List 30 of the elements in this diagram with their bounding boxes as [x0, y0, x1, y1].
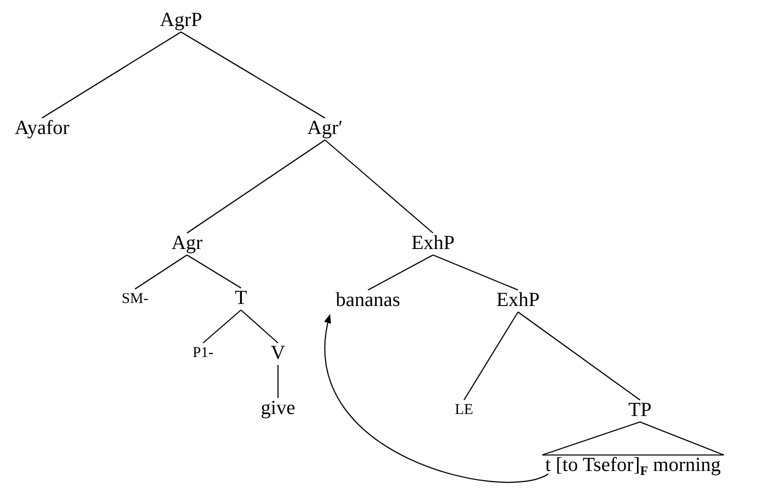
branch-line	[42, 32, 182, 118]
branch-line	[202, 310, 242, 344]
branch-line	[432, 254, 518, 290]
branch-line	[180, 32, 326, 118]
tree-node-label: give	[260, 397, 296, 419]
tree-node-label: ExhP	[496, 289, 540, 311]
tree-node-label: SM-	[122, 288, 148, 310]
tree-node-label: bananas	[336, 289, 400, 311]
branch-line	[186, 140, 326, 234]
triangle-roof	[542, 421, 724, 456]
tree-node-label: LE	[454, 399, 474, 421]
tree-node-label: V	[270, 342, 286, 364]
tree-node-label: P1-	[192, 342, 214, 364]
branch-line	[240, 310, 278, 344]
tree-node-label: Agr	[171, 232, 203, 254]
tree-node-label: T	[234, 287, 248, 309]
branch-line	[186, 254, 242, 288]
branch-line	[518, 312, 640, 400]
tree-node-label: ExhP	[411, 232, 455, 254]
movement-arrow	[324, 314, 548, 483]
tree-node-label: TP	[628, 399, 652, 421]
branch-line	[277, 365, 279, 398]
branch-line	[368, 254, 434, 290]
branch-line	[464, 312, 518, 400]
branch-line	[134, 254, 188, 290]
branch-line	[324, 140, 434, 234]
tree-node-label: AgrP	[160, 9, 202, 31]
tree-node-label: t [to Tsefor]$_{F}$ morning	[545, 454, 721, 476]
tree-node-label: Ayafor	[14, 117, 70, 139]
tree-node-label: Agr′	[307, 117, 343, 139]
